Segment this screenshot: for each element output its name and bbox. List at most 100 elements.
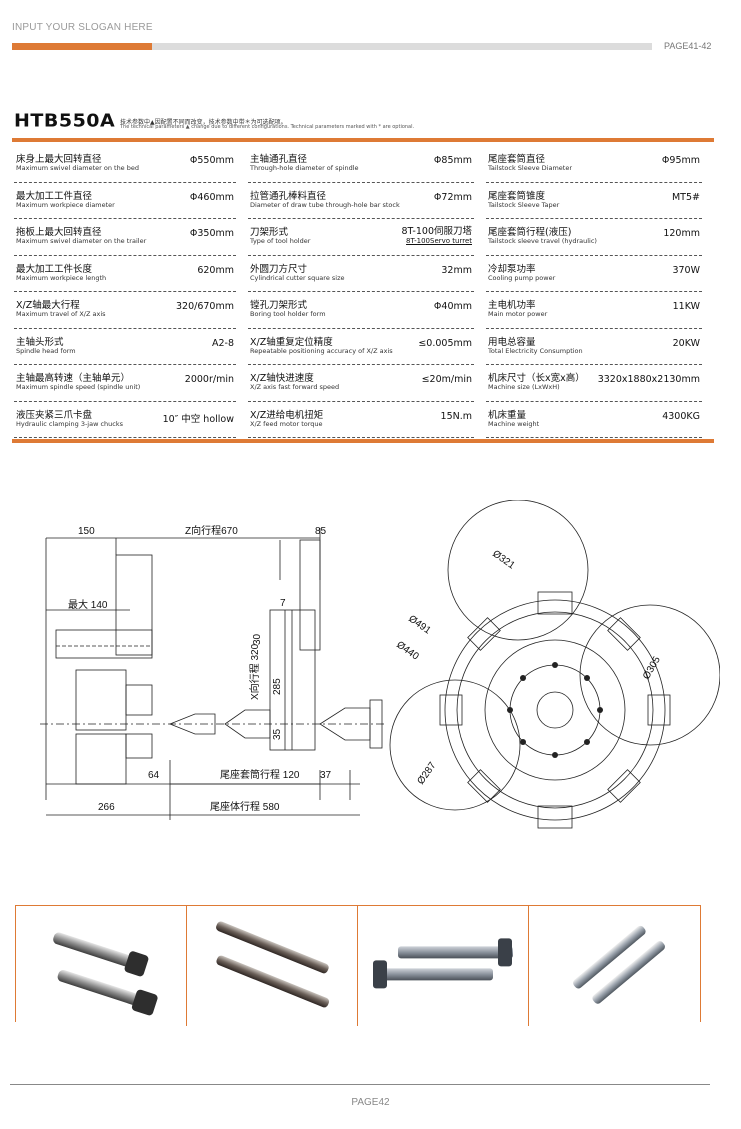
tool-station (467, 769, 501, 803)
spec-cell: 主轴最高转速（主轴单元）Maximum spindle speed (spind… (14, 365, 236, 402)
spec-label-en: Boring tool holder form (250, 310, 326, 318)
spec-label-cn: 最大加工工件直径 (16, 190, 93, 202)
circle-287 (389, 679, 521, 811)
spec-label-en: Repeatable positioning accuracy of X/Z a… (250, 346, 393, 355)
spec-label-en: Maximum workpiece length (16, 273, 107, 282)
dim-label: Ø491 (406, 613, 433, 636)
spec-value: 32mm (441, 264, 472, 276)
spec-label-cn: 外圆刀方尺寸 (250, 263, 308, 275)
dim-label: 30 (252, 633, 263, 645)
spec-value: 10″ 中空 hollow (162, 413, 234, 425)
center-left (168, 713, 216, 735)
spec-value: 320/670mm (176, 301, 234, 312)
dim-label: Ø321 (490, 548, 517, 571)
circle-491 (444, 599, 666, 821)
bolt-hole (584, 739, 590, 745)
spec-label-cn: 镗孔刀架形式 (250, 300, 308, 311)
dim-label: X向行程 320 (248, 643, 261, 700)
spec-label-cn: X/Z轴重复定位精度 (250, 336, 333, 348)
spec-label-en: Main motor power (488, 310, 548, 318)
spec-label-en: Hydraulic clamping 3-jaw chucks (16, 419, 124, 428)
dim-label: 35 (272, 728, 283, 740)
spec-value: A2-8 (211, 337, 234, 349)
spec-value: Φ85mm (433, 155, 472, 166)
spec-value: 11KW (672, 301, 700, 312)
center-mid (224, 709, 271, 739)
spec-value: Φ350mm (189, 228, 234, 239)
spec-label-cn: 用电总容量 (488, 336, 536, 348)
footer-line (10, 1084, 710, 1085)
spec-label-en: Maximum swivel diameter on the bed (16, 164, 139, 172)
spec-bottom-line (12, 439, 714, 443)
spec-label-cn: X/Z轴最大行程 (16, 300, 80, 311)
tool-station (607, 769, 641, 803)
spec-label-en: Type of tool holder (250, 237, 311, 245)
tool-station (647, 694, 671, 726)
spec-label-cn: 刀架形式 (250, 227, 289, 238)
spec-label-en: Maximum swivel diameter on the trailer (16, 237, 147, 245)
spec-label-cn: 液压夹紧三爪卡盘 (16, 409, 93, 421)
spec-label-en: Diameter of draw tube through-hole bar s… (250, 200, 400, 209)
spec-label-en: Maximum workpiece diameter (16, 200, 115, 209)
spec-label-cn: 主轴头形式 (16, 336, 64, 348)
spec-value: ≤20m/min (421, 374, 472, 385)
headstock-body-lower (75, 733, 127, 785)
spec-value: 620mm (197, 264, 234, 276)
dim-label: 150 (78, 526, 95, 537)
turret-bore (536, 691, 574, 729)
shaft-image (53, 932, 158, 1016)
spec-value: Φ40mm (433, 301, 472, 312)
spec-label-en: Tailstock Sleeve Diameter (488, 164, 572, 172)
page-number-top: PAGE41-42 (664, 41, 712, 51)
bolt-hole (552, 752, 558, 758)
bolt-hole (552, 662, 558, 668)
spec-label-cn: 最大加工工件长度 (16, 263, 93, 275)
spec-value-secondary: 8T-100Servo turret (406, 237, 472, 245)
spec-top-line (12, 138, 714, 142)
spec-label-en: Total Electricity Consumption (488, 346, 583, 355)
bolt-hole (507, 707, 513, 713)
circle-305 (579, 604, 720, 746)
spec-label-cn: 尾座套筒锥度 (488, 190, 546, 202)
note-cn: 技术参数中▲因配置不同而改变，技术参数中带＊为可选配项。 (120, 119, 287, 126)
shaft-image (573, 925, 665, 1004)
tailstock-sleeve (369, 699, 383, 749)
tool-station (439, 694, 463, 726)
product-photo (16, 906, 187, 1026)
circle-440 (456, 611, 654, 809)
dim-label: Z向行程670 (185, 524, 238, 537)
headstock-part (125, 733, 153, 759)
dim-label: 64 (148, 770, 160, 781)
spec-value: 15N.m (440, 410, 472, 422)
spec-value: 370W (672, 264, 700, 276)
dim-label: Ø287 (415, 760, 438, 787)
technical-drawing: 150 Z向行程670 85 最大 140 7 30 X向行程 320 285 … (40, 500, 720, 829)
spec-label-cn: 尾座套筒直径 (488, 154, 546, 165)
spec-label-cn: 尾座套筒行程(液压) (488, 227, 572, 238)
spec-value: Φ72mm (433, 191, 472, 203)
spec-value: 20KW (672, 337, 700, 349)
turret-disc (484, 639, 626, 781)
shaft-image (216, 921, 330, 1008)
product-photo (529, 906, 700, 1026)
circle-321 (447, 500, 589, 641)
headstock-part (55, 629, 153, 659)
headstock-part (125, 684, 153, 716)
note-en: The technical parameters ▲ change due to… (120, 124, 415, 130)
spec-label-en: X/Z axis fast forward speed (250, 383, 340, 391)
spec-value: Φ550mm (189, 155, 234, 166)
spec-label-en: Maximum spindle speed (spindle unit) (16, 383, 141, 391)
shaft-image (373, 938, 513, 989)
spec-value: 4300KG (662, 410, 700, 422)
spec-label-en: Through-hole diameter of spindle (250, 164, 359, 172)
product-photo (187, 906, 358, 1026)
